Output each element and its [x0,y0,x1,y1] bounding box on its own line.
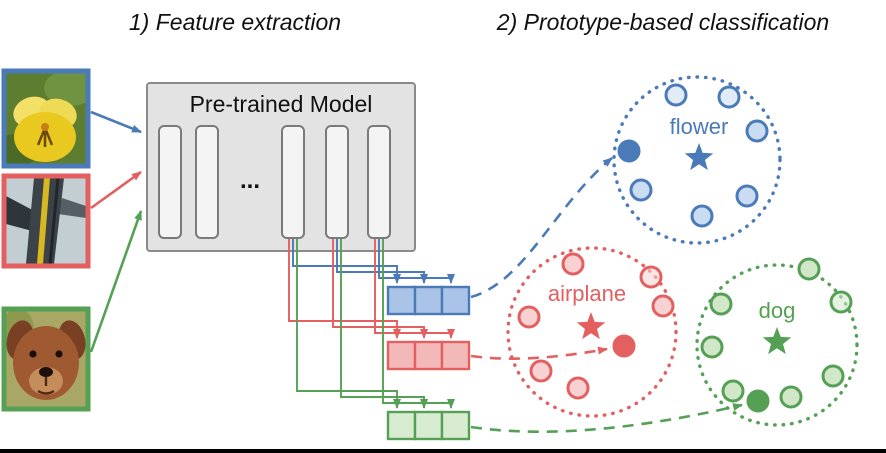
model-layer-bar [158,125,182,239]
model-layer-bar [367,125,391,239]
feature-arrows-red [288,239,455,339]
sample-point [779,385,803,409]
sample-point [735,184,759,208]
feature-arrow [296,239,401,409]
input-arrow-flower [90,110,142,134]
cluster-flower: flower [612,75,782,245]
feature-arrow [382,239,455,409]
sample-point [629,178,653,202]
feature-vector-cell [440,285,471,316]
query-point-airplane [612,334,636,358]
cluster-label-dog: dog [759,298,796,323]
cluster-label-flower: flower [670,114,729,139]
classify-arrow-dog [470,403,743,433]
feature-vector-dog [386,410,471,441]
airplane-image-border [1,173,91,269]
sample-point [566,376,590,400]
cluster-label-airplane: airplane [548,281,626,306]
feature-arrow [378,239,455,284]
prototype-star-dog [762,327,792,355]
feature-arrow [292,239,401,284]
bottom-rule [0,449,886,453]
cluster-boundary-airplane [506,246,678,418]
classify-arrow-airplane [470,346,608,360]
flower-image [1,68,91,169]
input-arrow-airplane [90,170,142,210]
feature-arrows-blue [292,239,455,284]
sample-point [639,265,663,289]
feature-arrow [288,239,401,339]
sample-point [829,290,853,314]
sample-point [821,364,845,388]
airplane-image [1,173,91,269]
feature-vector-cell [386,285,417,316]
step1-title: 1) Feature extraction [129,9,341,35]
feature-vector-cell [440,340,471,371]
feature-arrow [374,239,455,339]
feature-vector-cell [440,410,471,441]
sample-point [700,335,724,359]
feature-arrows-green [296,239,455,409]
sample-point [529,359,553,383]
pretrained-model: Pre-trained Model ... [146,82,416,252]
feature-vector-cell [413,285,444,316]
classify-arrow-flower [470,156,613,299]
step2-title: 2) Prototype-based classification [496,9,829,35]
feature-vector-flower [386,285,471,316]
dog-image-border [1,306,91,412]
query-point-flower [617,139,641,163]
model-layer-bar [281,125,305,239]
flower-image-border [1,68,91,169]
dog-photo-content [6,311,86,407]
input-arrow-dog [89,210,143,353]
prototype-star-flower [684,143,714,171]
cluster-airplane: airplane [506,246,678,418]
sample-point [717,85,741,109]
cluster-boundary-dog [695,263,859,427]
feature-vector-airplane [386,340,471,371]
cluster-boundary-flower [612,75,782,245]
model-ellipsis: ... [240,167,260,194]
sample-point [664,83,688,107]
feature-vector-cell [413,410,444,441]
sample-point [651,294,675,318]
sample-point [709,292,733,316]
feature-vector-cell [413,340,444,371]
sample-point [797,257,821,281]
sample-point [690,204,714,228]
model-layer-bar [325,125,349,239]
pretrained-model-label: Pre-trained Model [190,91,373,117]
sample-point [517,305,541,329]
sample-point [745,119,769,143]
sample-point [721,379,745,403]
query-point-dog [746,389,770,413]
flower-photo-content [6,73,86,164]
feature-vector-cell [386,410,417,441]
prototype-star-airplane [576,312,606,340]
sample-point [561,252,585,276]
airplane-photo-content [6,178,86,264]
cluster-dog: dog [695,257,859,427]
dog-image [1,306,91,412]
model-layer-bar [195,125,219,239]
feature-vector-cell [386,340,417,371]
